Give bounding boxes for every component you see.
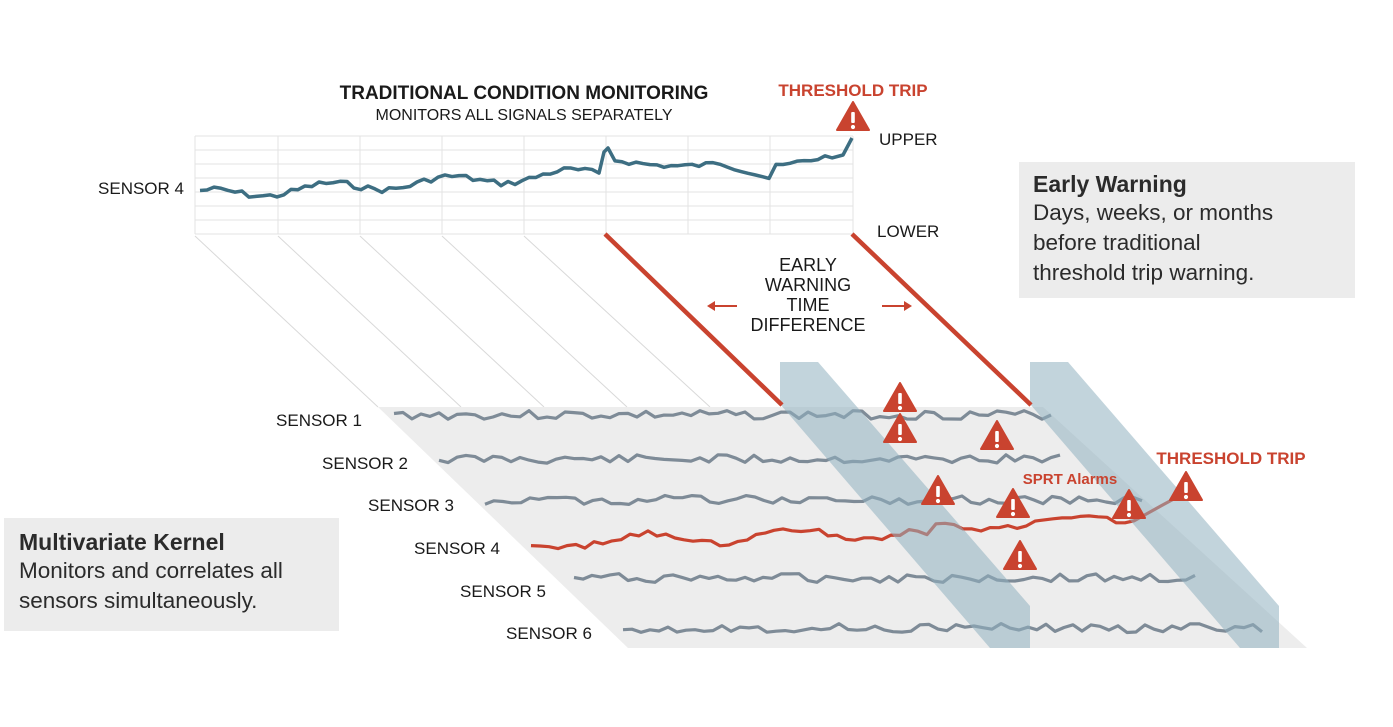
warning-mark — [936, 486, 940, 497]
right-arrow-icon — [882, 301, 912, 311]
early-warning-callout: Early Warning Days, weeks, or months bef… — [1019, 162, 1355, 298]
warning-icons — [836, 101, 1203, 570]
early-warning-callout-body: Days, weeks, or months before traditiona… — [1033, 200, 1274, 285]
sensor-3-signal — [484, 493, 1143, 506]
warning-dot — [897, 436, 903, 442]
left-arrow-icon — [707, 301, 737, 311]
top-chart-title: TRADITIONAL CONDITION MONITORING — [340, 83, 709, 104]
warning-mark — [1127, 500, 1131, 511]
sensor-6-label: SENSOR 6 — [506, 624, 592, 643]
early-warning-line-2: WARNING — [765, 275, 851, 295]
threshold-trip-band — [1030, 362, 1279, 648]
perspective-line — [359, 235, 545, 408]
upper-label: UPPER — [879, 130, 938, 149]
sensor-5-label: SENSOR 5 — [460, 582, 546, 601]
warning-dot — [850, 124, 856, 130]
perspective-guides — [194, 235, 711, 408]
warning-dot — [994, 443, 1000, 449]
sensor-3-label: SENSOR 3 — [368, 496, 454, 515]
warning-mark — [898, 424, 902, 435]
sensor-lines — [393, 409, 1263, 635]
warning-icon — [883, 413, 917, 443]
multivariate-kernel-callout: Multivariate Kernel Monitors and correla… — [4, 518, 339, 631]
warning-dot — [1183, 494, 1189, 500]
lower-label: LOWER — [877, 222, 939, 241]
sensor-1-label: SENSOR 1 — [276, 411, 362, 430]
warning-mark — [1018, 551, 1022, 562]
warning-mark — [898, 393, 902, 404]
warning-icon — [836, 101, 870, 131]
warning-dot — [897, 405, 903, 411]
warning-icon — [1169, 471, 1203, 501]
sensor-5-signal — [573, 572, 1196, 584]
warning-dot — [935, 498, 941, 504]
early-warning-line-3: TIME — [787, 295, 830, 315]
bottom-threshold-trip-label: THRESHOLD TRIP — [1156, 449, 1305, 468]
early-warning-line-1: EARLY — [779, 255, 837, 275]
warning-icon — [1112, 489, 1146, 519]
warning-mark — [851, 112, 855, 123]
sensor-1-signal — [393, 409, 1052, 421]
warning-dot — [1126, 512, 1132, 518]
sensor-plane — [378, 407, 1307, 648]
threshold-trip-connector — [850, 232, 1033, 407]
top-chart-subtitle: MONITORS ALL SIGNALS SEPARATELY — [376, 107, 673, 124]
sensor-4-label: SENSOR 4 — [414, 539, 500, 558]
perspective-line — [523, 235, 711, 408]
warning-icon — [980, 420, 1014, 450]
warning-icon — [883, 382, 917, 412]
early-warning-callout-title: Early Warning — [1033, 171, 1187, 197]
sensor-2-signal — [438, 453, 1061, 465]
warning-icon — [1003, 540, 1037, 570]
warning-mark — [1011, 499, 1015, 510]
warning-dot — [1017, 563, 1023, 569]
top-sensor-4-signal — [199, 137, 854, 199]
warning-mark — [995, 431, 999, 442]
sensor-2-label: SENSOR 2 — [322, 454, 408, 473]
warning-dot — [1010, 511, 1016, 517]
multivariate-kernel-body: Monitors and correlates all sensors simu… — [19, 558, 283, 613]
warning-icon — [996, 488, 1030, 518]
early-warning-connector — [603, 232, 784, 407]
warning-icon — [921, 475, 955, 505]
early-warning-line-4: DIFFERENCE — [750, 315, 865, 335]
top-sensor-label: SENSOR 4 — [98, 179, 184, 198]
multivariate-kernel-title: Multivariate Kernel — [19, 529, 225, 555]
sprt-alarms-label: SPRT Alarms — [1023, 471, 1117, 488]
early-warning-band — [780, 362, 1030, 648]
warning-mark — [1184, 482, 1188, 493]
sensor-6-signal — [622, 621, 1263, 635]
perspective-line — [194, 235, 379, 408]
sensor-4-signal — [530, 489, 1189, 551]
perspective-line — [441, 235, 628, 408]
top-threshold-trip-label: THRESHOLD TRIP — [778, 81, 927, 100]
perspective-line — [277, 235, 462, 408]
top-chart-grid — [194, 135, 854, 235]
